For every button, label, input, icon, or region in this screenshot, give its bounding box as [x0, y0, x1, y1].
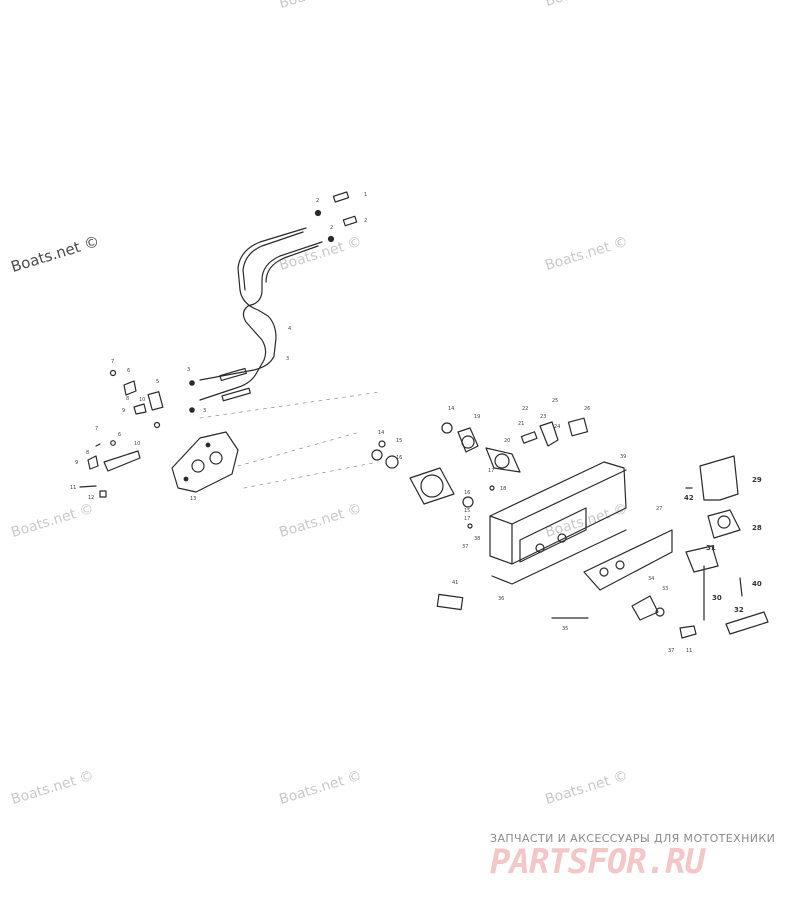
part-number: 15: [464, 508, 470, 514]
part-number: 34: [648, 576, 654, 582]
part-number: 2: [330, 225, 333, 231]
part-number: 35: [562, 626, 568, 632]
shaft-assembly: [371, 417, 589, 529]
part-number: 37: [462, 544, 468, 550]
part-number: 2: [316, 198, 319, 204]
part-number: 17: [464, 516, 470, 522]
part-number: 20: [504, 438, 510, 444]
part-number: 3: [203, 408, 206, 414]
part-number: 24: [554, 424, 560, 430]
part-number: 41: [452, 580, 458, 586]
part-number: 7: [111, 359, 114, 365]
cable-end-fittings: [189, 191, 358, 413]
part-number: 37: [668, 648, 674, 654]
control-cable-lower: [199, 241, 323, 401]
part-number: 15: [396, 438, 402, 444]
part-number: 22: [522, 406, 528, 412]
control-box: [489, 461, 627, 585]
centerlines: [199, 391, 381, 489]
part-number: 6: [118, 432, 121, 438]
cover-plate: [171, 431, 239, 493]
control-cable-upper: [199, 227, 307, 381]
part-number: 4: [288, 326, 291, 332]
part-number: 25: [552, 398, 558, 404]
part-number: 16: [396, 455, 402, 461]
part-number: 9: [122, 408, 125, 414]
part-number: 11: [70, 485, 76, 491]
part-number: 29: [752, 476, 762, 484]
footer-tagline: ЗАПЧАСТИ И АКСЕССУАРЫ ДЛЯ МОТОТЕХНИКИ: [490, 832, 776, 845]
part-number: 3: [187, 367, 190, 373]
part-number: 17: [488, 468, 494, 474]
part-number: 11: [686, 648, 692, 654]
part-number: 39: [620, 454, 626, 460]
part-number: 42: [684, 494, 694, 502]
part-number: 13: [190, 496, 196, 502]
part-number: 10: [139, 397, 145, 403]
part-number: 32: [734, 606, 744, 614]
nameplate: [583, 529, 673, 591]
part-number: 16: [464, 490, 470, 496]
part-number: 9: [75, 460, 78, 466]
part-number: 31: [706, 544, 716, 552]
part-number: 8: [86, 450, 89, 456]
part-number: 7: [95, 426, 98, 432]
part-number: 38: [474, 536, 480, 542]
part-number: 5: [156, 379, 159, 385]
part-number: 3: [286, 356, 289, 362]
part-number: 12: [88, 495, 94, 501]
part-number: 1: [364, 192, 367, 198]
part-number: 26: [584, 406, 590, 412]
part-number: 30: [712, 594, 722, 602]
part-number-labels: 1 2 2 2 3 4 3 3 5 6 7 8 9 10 6 7 8 9 10 …: [70, 192, 762, 654]
side-parts: [436, 455, 769, 639]
part-number: 10: [134, 441, 140, 447]
lever-bracket-upper: [109, 369, 164, 429]
part-number: 23: [540, 414, 546, 420]
part-number: 6: [127, 368, 130, 374]
part-number: 14: [378, 430, 384, 436]
part-number: 28: [752, 524, 762, 532]
part-number: 14: [448, 406, 454, 412]
part-number: 19: [474, 414, 480, 420]
part-number: 2: [364, 218, 367, 224]
part-number: 8: [126, 396, 129, 402]
part-number: 33: [662, 586, 668, 592]
part-number: 40: [752, 580, 762, 588]
footer-brand-logo: PARTSFOR.RU: [490, 842, 705, 882]
part-number: 18: [500, 486, 506, 492]
part-number: 21: [518, 421, 524, 427]
part-number: 27: [656, 506, 662, 512]
lever-bracket-lower: [79, 440, 141, 498]
part-number: 36: [498, 596, 504, 602]
